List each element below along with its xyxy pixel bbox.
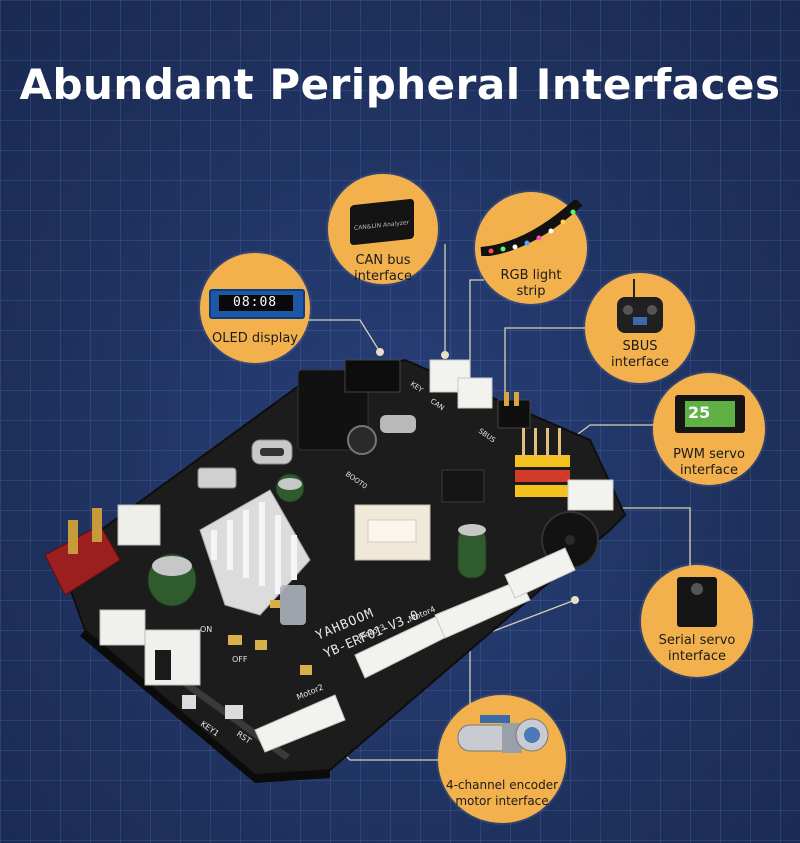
pwm-servo-icon: 25 — [675, 395, 745, 433]
rgb-strip-icon — [479, 198, 583, 257]
serial-servo-icon — [677, 577, 717, 627]
rgb-label-1: RGB light — [500, 268, 562, 283]
motor-connector-3 — [504, 547, 576, 599]
micro-usb-port — [197, 467, 237, 489]
silk-off: OFF — [232, 655, 248, 664]
rgb-label-2: strip — [516, 284, 546, 299]
encoder-motor-icon — [452, 709, 552, 765]
line-oled — [308, 319, 381, 353]
can-analyzer-icon: CAN&LIN Analyzer — [350, 198, 414, 246]
oled-label: OLED display — [212, 331, 298, 346]
callout-rgb: RGB light strip — [475, 192, 587, 304]
rgb-connector — [457, 377, 493, 409]
callout-encoder: 4-channel encoder motor interface — [438, 695, 566, 823]
pwm-headers — [515, 428, 570, 497]
pwm-label-1: PWM servo — [673, 447, 745, 462]
rc-transmitter-icon — [617, 279, 663, 333]
oled-header — [344, 359, 401, 393]
sbus-label-2: interface — [611, 355, 669, 370]
can-label-2: interface — [354, 269, 412, 284]
encoder-label-1: 4-channel encoder — [445, 778, 559, 792]
pwm-label-2: interface — [680, 463, 738, 478]
page-title: Abundant Peripheral Interfaces — [19, 60, 781, 109]
serial-label-1: Serial servo — [658, 633, 736, 648]
callout-serial: Serial servo interface — [641, 565, 753, 677]
pwm-servo-text: 25 — [688, 403, 711, 422]
callout-can: CAN&LIN Analyzer CAN bus interface — [328, 174, 438, 284]
motor-connector-2 — [434, 579, 531, 639]
crystal — [380, 415, 416, 433]
oled-display-icon: 08:08 — [209, 289, 305, 319]
silk-on: ON — [200, 625, 212, 634]
mcu-chip — [441, 469, 485, 503]
encoder-label-2: motor interface — [455, 794, 549, 808]
serial-label-2: interface — [668, 649, 726, 664]
motor-connector-4 — [254, 694, 346, 753]
callout-sbus: SBUS interface — [585, 273, 695, 383]
serial-servo-connector — [567, 479, 614, 511]
sbus-label-1: SBUS — [622, 339, 658, 354]
can-label-1: CAN bus — [355, 253, 411, 268]
heat-sink — [199, 489, 311, 625]
power-switch — [144, 629, 201, 686]
can-device-text: CAN&LIN Analyzer — [354, 219, 410, 232]
callout-pwm: 25 PWM servo interface — [653, 373, 765, 485]
t-plug — [44, 524, 121, 596]
oled-screen-text: 08:08 — [233, 295, 278, 310]
line-sbus — [504, 327, 590, 405]
callout-oled: 08:08 OLED display — [200, 253, 310, 363]
